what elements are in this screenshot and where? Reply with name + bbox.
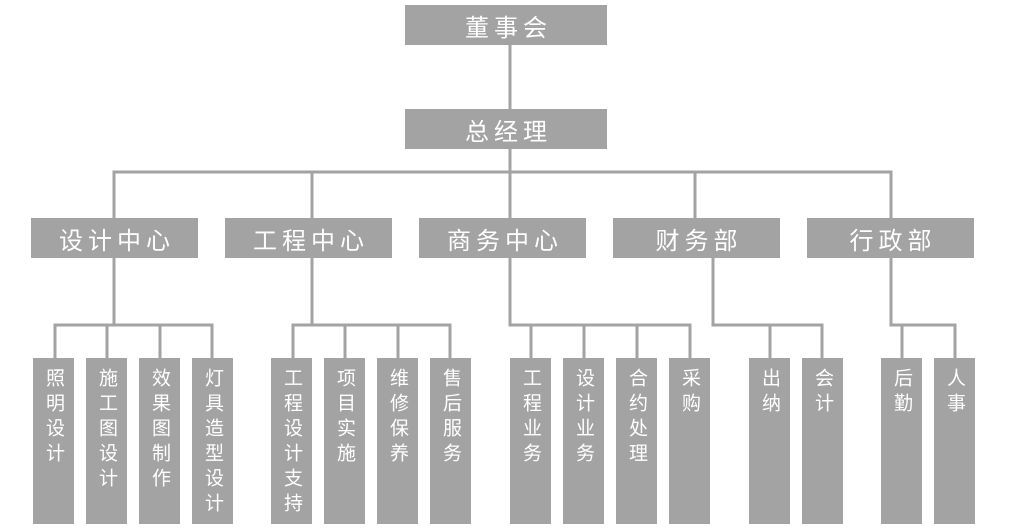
unit-box: 维修保养 [377,358,418,524]
unit-label: 出纳 [759,368,781,418]
dept-finance: 财务部 [613,218,780,258]
unit-label: 工程设计支持 [281,368,303,518]
node-general-manager: 总经理 [405,109,607,149]
unit-box: 会计 [802,358,843,524]
unit-box: 工程设计支持 [271,358,312,524]
node-board: 董事会 [405,5,607,45]
unit-label: 施工图设计 [96,368,118,493]
unit-box: 工程业务 [510,358,551,524]
unit-box: 采购 [669,358,710,524]
unit-label: 项目实施 [334,368,356,468]
unit-box: 项目实施 [324,358,365,524]
dept-administration: 行政部 [807,218,974,258]
unit-label: 会计 [812,368,834,418]
unit-label: 合约处理 [626,368,648,468]
unit-box: 出纳 [749,358,790,524]
dept-label: 商务中心 [447,226,563,255]
node-general-manager-label: 总经理 [465,117,552,146]
dept-label: 财务部 [655,226,743,255]
unit-label: 维修保养 [387,368,409,468]
unit-label: 采购 [679,368,701,418]
unit-box: 照明设计 [33,358,74,524]
unit-box: 设计业务 [563,358,604,524]
dept-design-center: 设计中心 [31,218,198,258]
unit-label: 人事 [944,368,966,418]
node-board-label: 董事会 [465,13,552,42]
dept-business-center: 商务中心 [419,218,586,258]
unit-label: 灯具造型设计 [202,368,224,518]
unit-box: 灯具造型设计 [192,358,233,524]
unit-box: 合约处理 [616,358,657,524]
unit-box: 人事 [934,358,975,524]
dept-label: 工程中心 [253,226,369,255]
unit-label: 效果图制作 [149,368,171,493]
dept-label: 行政部 [849,226,937,255]
dept-label: 设计中心 [59,226,175,255]
unit-box: 售后服务 [430,358,471,524]
dept-engineering-center: 工程中心 [225,218,392,258]
unit-label: 工程业务 [520,368,542,468]
unit-label: 售后服务 [440,368,462,468]
unit-label: 设计业务 [573,368,595,468]
unit-label: 后勤 [891,368,913,418]
unit-box: 施工图设计 [86,358,127,524]
unit-label: 照明设计 [43,368,65,468]
unit-box: 后勤 [881,358,922,524]
unit-box: 效果图制作 [139,358,180,524]
